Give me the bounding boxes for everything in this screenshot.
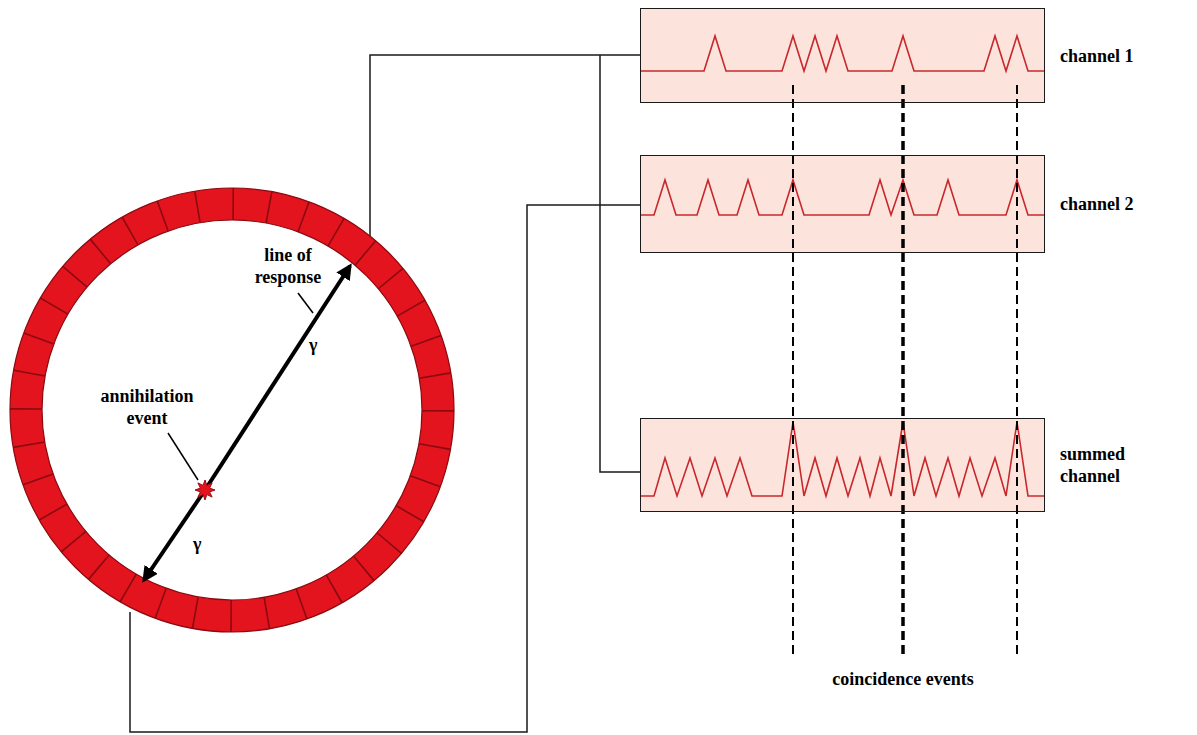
channel-box: channel 2 xyxy=(640,155,1045,253)
channel-label: channel 2 xyxy=(1060,193,1134,215)
coincidence-line xyxy=(1016,85,1018,655)
detector-ring xyxy=(26,204,438,616)
channel-label: channel 1 xyxy=(1060,45,1134,67)
channel-box: summed channel xyxy=(640,418,1045,512)
channel-panel xyxy=(640,155,1045,253)
detector-separators xyxy=(26,204,438,616)
gamma-symbol: γ xyxy=(193,533,201,555)
leader-line xyxy=(298,293,313,313)
signal-trace xyxy=(640,36,1045,71)
coincidence-label: coincidence events xyxy=(832,668,973,690)
gamma-symbol: γ xyxy=(309,334,317,356)
annihilation-label: annihilation event xyxy=(90,385,204,429)
signal-trace xyxy=(640,180,1045,215)
gamma-ray-arrow xyxy=(205,266,350,490)
line-of-response-label: line of response xyxy=(245,244,331,288)
channel-box: channel 1 xyxy=(640,8,1045,103)
signal-trace xyxy=(640,422,1045,496)
ring-inner-edge xyxy=(42,220,422,600)
channel-panel xyxy=(640,8,1045,103)
leader-line xyxy=(168,433,198,480)
coincidence-line xyxy=(901,85,905,655)
gamma-ray-arrow xyxy=(144,490,205,580)
coincidence-line xyxy=(792,85,794,655)
ring-outer-edge xyxy=(10,188,454,632)
signal-wire xyxy=(600,55,640,472)
channel-label: summed channel xyxy=(1060,443,1176,487)
annihilation-point xyxy=(195,480,215,500)
channel-panel xyxy=(640,418,1045,512)
